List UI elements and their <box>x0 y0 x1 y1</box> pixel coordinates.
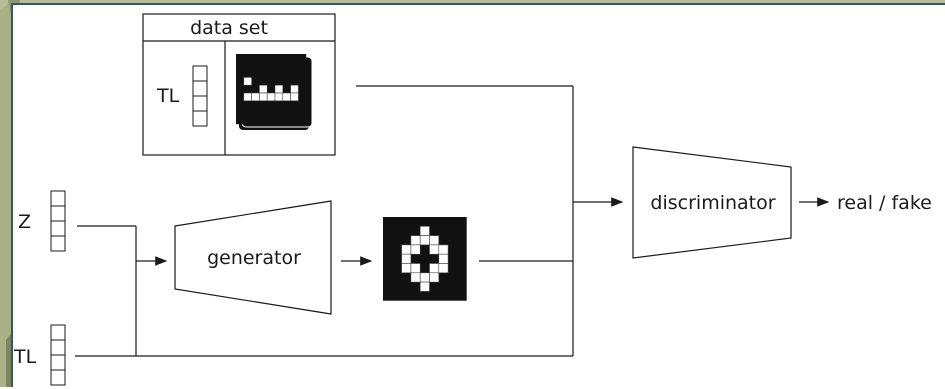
generated-image-pixel <box>410 272 421 283</box>
dataset-image-pixel <box>259 84 268 94</box>
dataset-image-front <box>236 54 307 125</box>
dataset-tl-vector <box>192 65 208 127</box>
generated-image-pixel <box>429 263 440 274</box>
dataset-image-pixel <box>282 92 291 102</box>
generated-image-pixel <box>410 263 421 274</box>
output-label: real / fake <box>837 192 932 214</box>
generated-image-pixel <box>401 253 412 264</box>
generator-label: generator <box>207 247 301 269</box>
z-label: Z <box>18 211 31 233</box>
dataset-image-pixel <box>274 84 284 94</box>
dataset-image-pixel <box>274 92 284 102</box>
discriminator-connectors <box>356 85 624 356</box>
generated-image-pixel <box>410 244 421 255</box>
dataset-image-pixel <box>243 77 252 86</box>
generated-image-pixel <box>401 263 412 274</box>
discriminator-label: discriminator <box>650 192 775 214</box>
generated-image <box>383 217 467 301</box>
dataset-image-pixel <box>251 92 260 102</box>
dataset-box: data set TL <box>142 13 336 156</box>
generated-image-pixel <box>419 235 430 246</box>
generated-image-pixel <box>401 244 412 255</box>
input-connectors <box>75 225 573 357</box>
generated-image-pixel <box>429 272 440 283</box>
generated-image-pixel <box>438 253 449 264</box>
dataset-image-pixel <box>290 92 299 102</box>
dataset-title: data set <box>190 17 268 39</box>
generator-block: generator <box>174 200 332 315</box>
discriminator-block: discriminator <box>632 146 792 259</box>
dataset-image-pixel <box>259 92 268 102</box>
gan-diagram: data set TL Z <box>13 13 932 386</box>
z-vector <box>50 190 66 252</box>
dataset-tl-label: TL <box>156 85 180 107</box>
generated-image-pixel <box>429 244 440 255</box>
dataset-image-stack <box>236 54 313 130</box>
generated-image-pixel <box>419 281 430 292</box>
diagram-canvas: data set TL Z <box>11 3 945 387</box>
dataset-image-pixel <box>266 92 276 102</box>
generated-image-pixel <box>429 235 440 246</box>
tl-vector <box>50 324 66 386</box>
dataset-image-pixel <box>290 84 299 94</box>
dataset-image-pixel <box>243 92 252 102</box>
tl-label: TL <box>13 346 37 368</box>
generated-image-pixel <box>419 226 430 236</box>
generated-image-pixel <box>410 235 421 246</box>
generated-image-pixel <box>438 244 449 255</box>
generated-image-pixel <box>419 272 430 283</box>
generated-image-pixel <box>438 263 449 274</box>
